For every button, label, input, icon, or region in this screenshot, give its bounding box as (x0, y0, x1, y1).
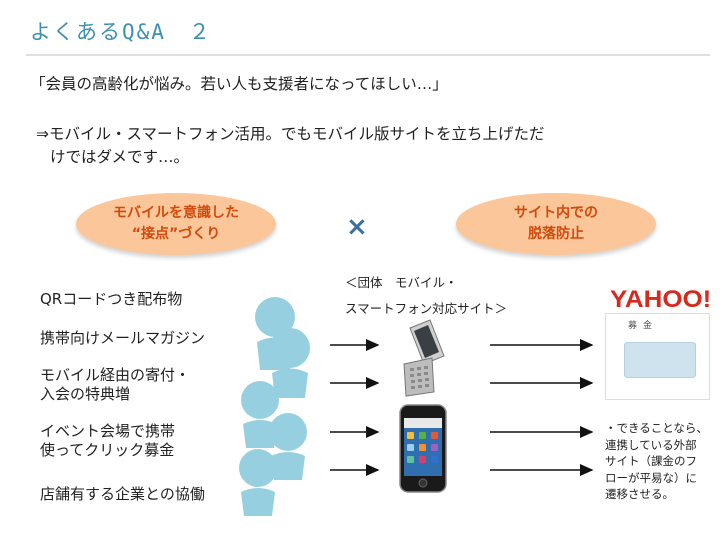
solution-line-1: ⇒モバイル・スマートフォン活用。でもモバイル版サイトを立ち上げただ (36, 125, 545, 143)
title-divider (26, 54, 710, 56)
touchpoint-line-1: モバイルを意識した (113, 205, 239, 221)
person-icon-5 (239, 449, 277, 516)
donation-field (624, 342, 696, 378)
item-event-line-2: 使ってクリック募金 (40, 441, 175, 459)
note-line-1: ・できることなら、 (605, 421, 708, 435)
person-icon-2 (270, 328, 310, 398)
person-icon-4 (269, 413, 307, 480)
item-event-line-1: イベント会場で携帯 (40, 422, 176, 440)
slide-title: よくあるQ&A ２ (30, 20, 212, 44)
problem-quote: 「会員の高齢化が悩み。若い人も支援者になってほしい…」 (30, 75, 448, 93)
donation-label: 募金 (628, 321, 659, 331)
caption-line-2: スマートフォン対応サイト＞ (345, 301, 508, 316)
dropout-line-2: 脱落防止 (528, 226, 584, 242)
touchpoint-line-2: “接点”づくり (131, 226, 221, 242)
note-line-4: ローが平易な）に (605, 470, 697, 485)
solution-text: ⇒モバイル・スマートフォン活用。でもモバイル版サイトを立ち上げただ けではダメで… (36, 123, 706, 169)
item-donation-line-1: モバイル経由の寄付・ (40, 366, 191, 384)
person-icon-3 (241, 381, 279, 448)
list-item-donation-bonus: モバイル経由の寄付・ 入会の特典増 (40, 366, 190, 404)
transition-note: ・できることなら、 連携している外部 サイト（課金のフ ローが平易な）に 遷移さ… (605, 420, 715, 503)
yahoo-logo: YAHOO! (610, 286, 712, 313)
list-item-qr: QRコードつき配布物 (40, 290, 182, 309)
note-line-5: 遷移させる。 (605, 487, 674, 501)
multiply-sign: × (346, 212, 368, 242)
dropout-line-1: サイト内での (514, 205, 598, 221)
note-line-2: 連携している外部 (605, 437, 697, 452)
smartphone-icon (399, 404, 447, 493)
touchpoint-oval: モバイルを意識した “接点”づくり (76, 193, 276, 255)
dropout-prevention-oval: サイト内での 脱落防止 (456, 193, 656, 255)
site-caption: ＜団体 モバイル・ スマートフォン対応サイト＞ (345, 270, 507, 322)
caption-line-1: ＜団体 モバイル・ (345, 275, 458, 290)
flip-phone-icon (403, 319, 445, 397)
list-item-event-click: イベント会場で携帯 使ってクリック募金 (40, 422, 175, 460)
list-item-corporate: 店舗有する企業との協働 (40, 485, 205, 504)
list-item-mail-magazine: 携帯向けメールマガジン (40, 329, 205, 348)
item-donation-line-2: 入会の特典増 (40, 385, 131, 403)
solution-line-2: けではダメです…。 (50, 148, 190, 166)
note-line-3: サイト（課金のフ (605, 454, 697, 468)
item-qr-label: QRコードつき配布物 (40, 290, 183, 308)
item-mail-label: 携帯向けメールマガジン (40, 329, 206, 347)
item-corporate-label: 店舗有する企業との協働 (40, 485, 205, 503)
